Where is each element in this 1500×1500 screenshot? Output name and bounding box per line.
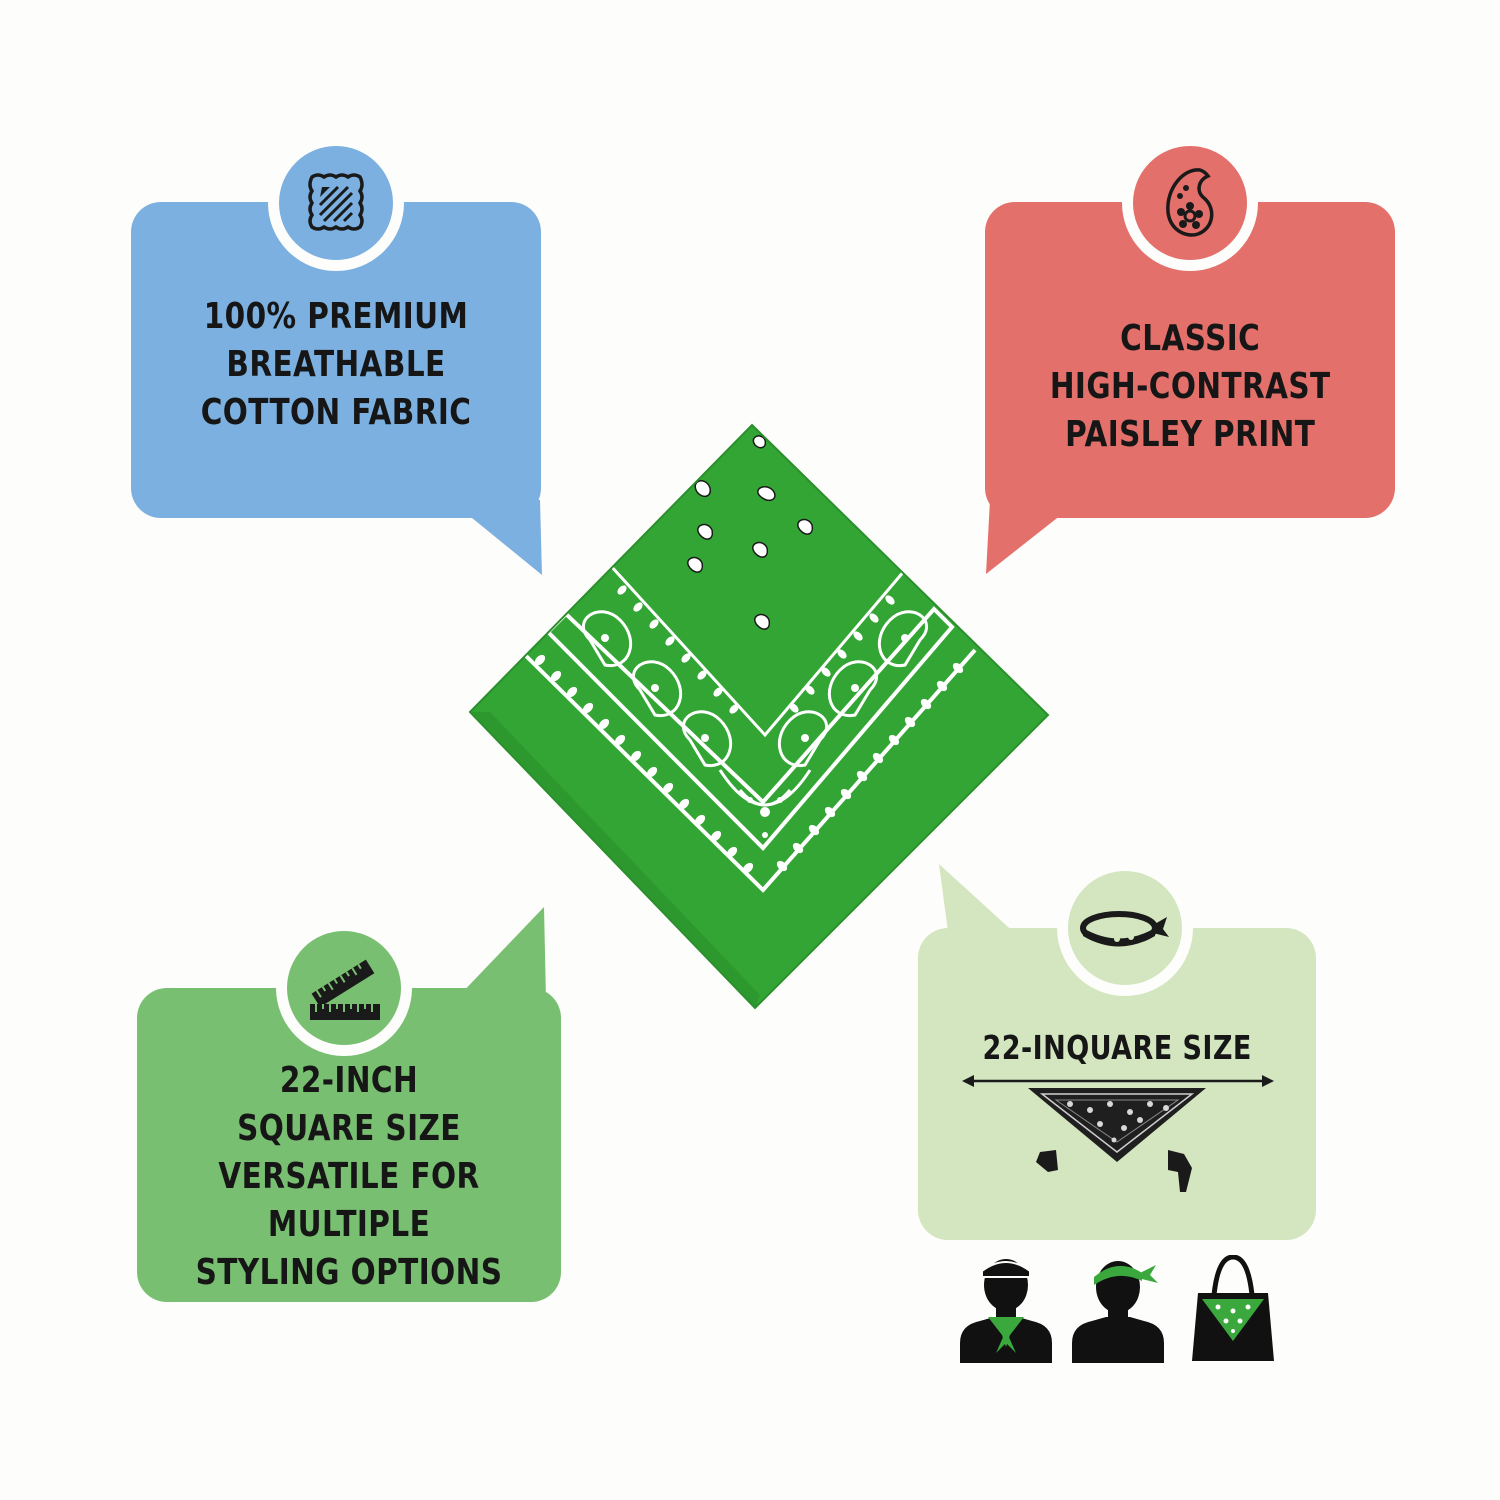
fabric-line-3: COTTON FABRIC [200, 392, 472, 433]
size-line-1: 22-INCH [279, 1060, 419, 1101]
size-feature-text: 22-INCH SQUARE SIZE VERSATILE FOR MULTIP… [175, 1057, 523, 1297]
fabric-line-2: BREATHABLE [226, 344, 446, 385]
styling-icon-badge [1057, 860, 1193, 996]
styling-bubble-tail [939, 864, 1030, 947]
print-line-3: PAISLEY PRINT [1064, 414, 1316, 455]
print-feature-text: CLASSIC HIGH-CONTRAST PAISLEY PRINT [1050, 315, 1331, 459]
size-icon-badge [276, 920, 412, 1056]
paisley-icon [1166, 168, 1214, 237]
ruler-icon [310, 959, 380, 1020]
print-icon-badge [1122, 135, 1258, 271]
headband-icon [1080, 911, 1169, 947]
size-line-2: SQUARE SIZE [237, 1108, 461, 1149]
left-hand-icon [1036, 1150, 1058, 1172]
size-line-3: VERSATILE FOR MULTIPLE [218, 1156, 480, 1245]
size-line-4: STYLING OPTIONS [195, 1252, 503, 1293]
head-bandana-figure-icon [1072, 1261, 1164, 1363]
width-arrow-icon [962, 1075, 1274, 1087]
neck-scarf-figure-icon [960, 1259, 1052, 1363]
folded-bandana-triangle-icon [1028, 1088, 1206, 1162]
print-line-2: HIGH-CONTRAST [1049, 366, 1331, 407]
styling-size-label: 22-INQUARE SIZE [982, 1028, 1252, 1067]
size-bubble-tail [455, 907, 546, 1000]
fabric-swatch-icon [308, 173, 364, 231]
print-bubble-tail [986, 500, 1080, 574]
right-hand-icon [1168, 1150, 1192, 1192]
fabric-line-1: 100% PREMIUM [203, 296, 469, 337]
print-line-1: CLASSIC [1119, 318, 1261, 359]
fabric-icon-badge [268, 135, 404, 271]
fabric-feature-text: 100% PREMIUM BREATHABLE COTTON FABRIC [201, 293, 472, 437]
bandana-tote-bag-icon [1192, 1255, 1274, 1361]
fabric-bubble-tail [450, 500, 542, 575]
